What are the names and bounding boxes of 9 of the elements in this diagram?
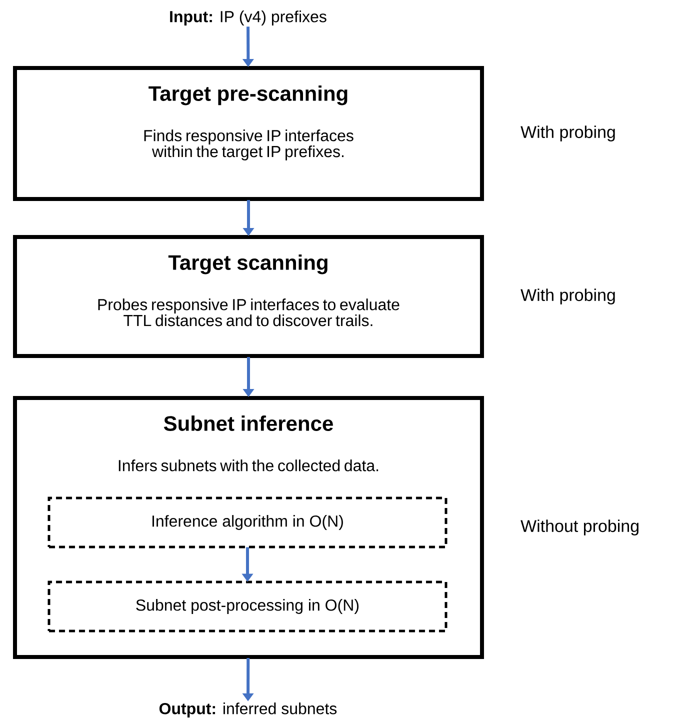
side-note: With probing xyxy=(520,288,615,304)
process-box: Target scanning Probes responsive IP interfaces to evaluate TTL distances and to discover trails. xyxy=(13,235,484,358)
subprocess-box: Inference algorithm in O(N) xyxy=(48,496,448,548)
process-box: Target pre-scanning Finds responsive IP interfaces within the target IP prefixes. xyxy=(13,66,484,201)
io-label: Output: inferred subnets xyxy=(159,702,337,718)
subprocess-box: Subnet post-processing in O(N) xyxy=(48,580,448,632)
side-note: With probing xyxy=(520,126,615,142)
side-note: Without probing xyxy=(520,520,638,536)
io-label: Input: IP (v4) prefixes xyxy=(170,10,326,26)
